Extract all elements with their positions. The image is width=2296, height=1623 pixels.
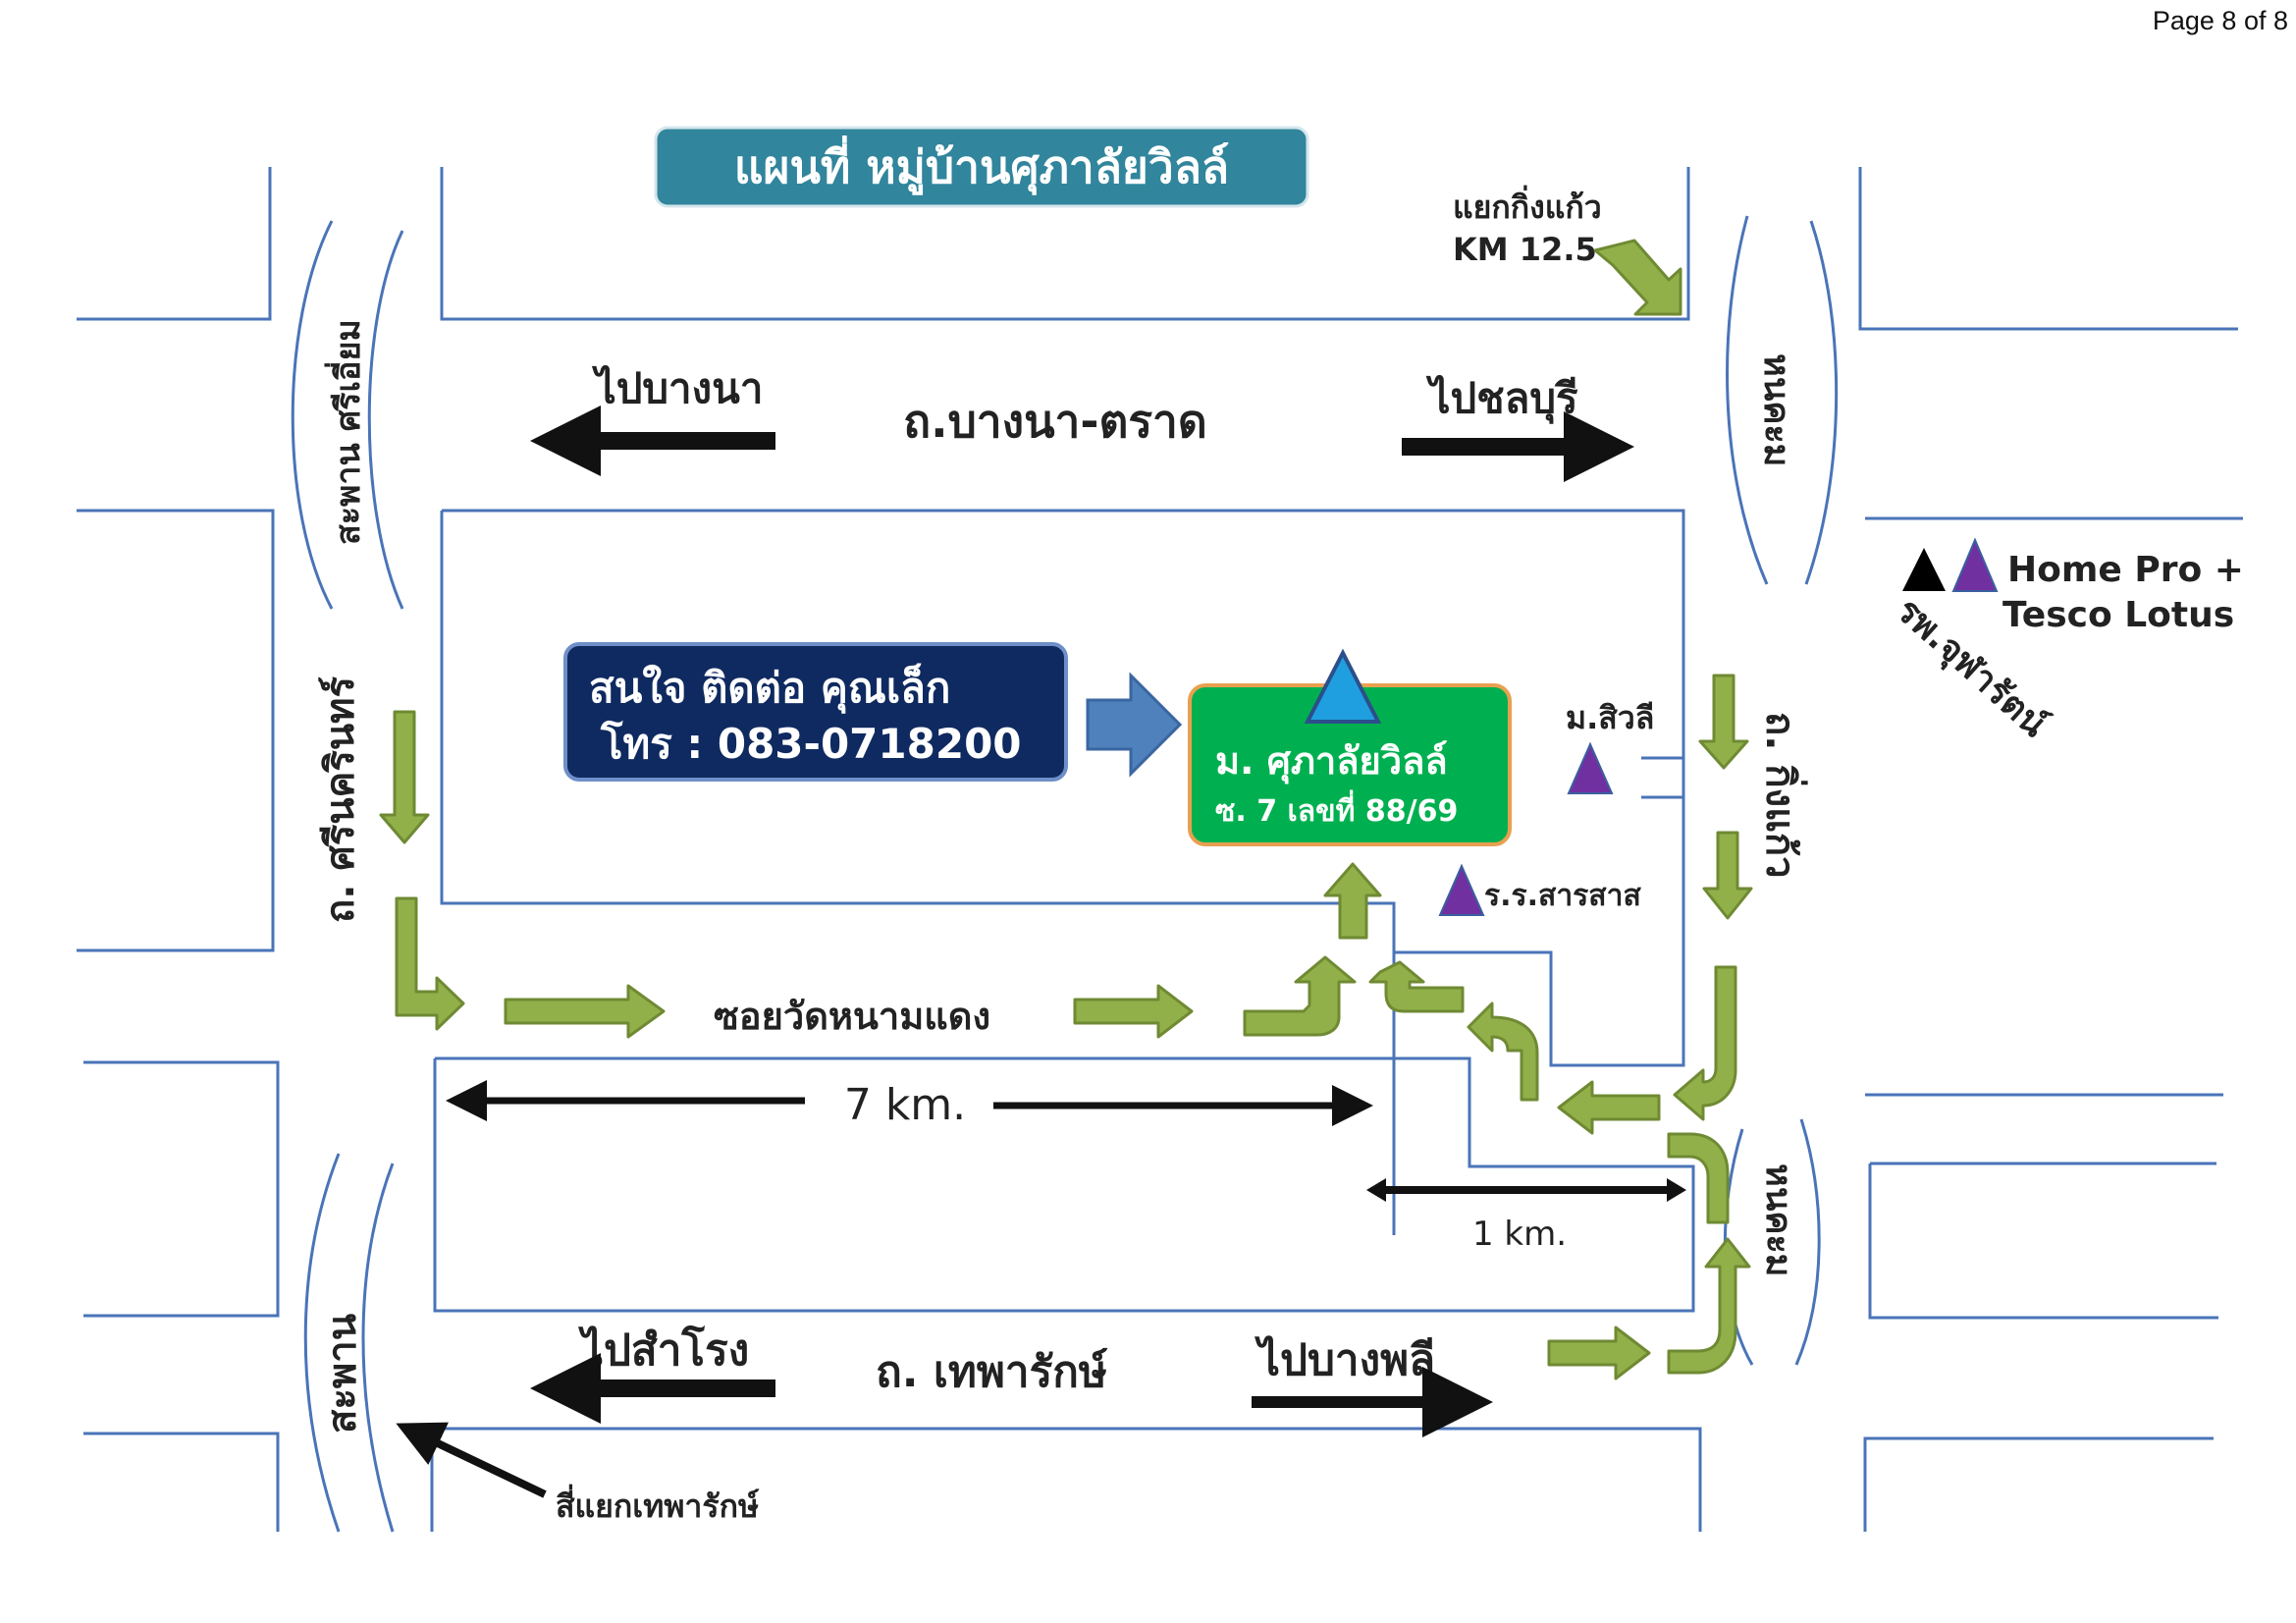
theparak-junction-label: สี่แยกเทพารักษ์ [556, 1484, 760, 1525]
distance-1km-label: 1 km. [1472, 1215, 1567, 1254]
contact-phone: โทร : 083-0718200 [600, 720, 1022, 768]
page-number: Page 8 of 8 [2152, 6, 2288, 35]
destination-box: ม. ศุภาลัยวิลล์ ซ. 7 เลขที่ 88/69 [1188, 683, 1512, 846]
distance-7km-label: 7 km. [844, 1080, 966, 1130]
to-bangplee-label: ไปบางพลี [1255, 1334, 1435, 1385]
homepro-label-line2: Tesco Lotus [2002, 595, 2234, 635]
direction-arrow-icon [395, 896, 465, 1031]
destination-name: ม. ศุภาลัยวิลล์ [1215, 739, 1448, 784]
srinakarin-road-label: ถ. ศรีนครินทร์ [318, 676, 363, 923]
direction-arrow-icon [1073, 984, 1194, 1039]
contact-line1: สนใจ ติดต่อ คุณเล็ก [589, 663, 950, 714]
siwalee-marker-icon [1567, 741, 1614, 794]
homepro-marker-icon [1951, 537, 1999, 592]
contact-pointer-arrow-icon [1086, 672, 1183, 778]
direction-arrow-icon [1368, 960, 1465, 1013]
direction-arrow-icon [1593, 239, 1682, 316]
direction-arrow-icon [1698, 674, 1749, 770]
direction-arrow-icon [1467, 1001, 1539, 1102]
kingkaew-road-label: ถ. กิ่งแก้ว [1757, 712, 1808, 879]
theparak-junction-arrow-icon [396, 1422, 547, 1498]
bangna-trat-road-label: ถ.บางนา-ตราด [903, 395, 1206, 448]
distance-1km-right-arrow-icon [1667, 1178, 1686, 1202]
canal-bottom-label: หนคะม [1758, 1163, 1798, 1277]
direction-arrow-icon [1667, 1237, 1751, 1375]
srieam-bridge-label: สะพาน ศรีเอี่ยม [324, 319, 368, 545]
direction-arrow-icon [379, 710, 430, 844]
canal-top-label: หนคะม [1756, 353, 1796, 467]
homepro-label-line1: Home Pro + [2007, 550, 2244, 590]
route-arrows [379, 674, 1753, 1380]
to-bangna-label: ไปบางนา [592, 364, 764, 412]
direction-arrow-icon [1667, 1132, 1730, 1224]
direction-arrow-icon [504, 984, 666, 1039]
map-title: แผนที่ หมู่บ้านศุภาลัยวิลล์ [734, 135, 1229, 195]
km-marker-label: KM 12.5 [1453, 231, 1597, 268]
direction-arrow-icon [1243, 955, 1357, 1037]
hospital-marker-icon [1902, 548, 1946, 591]
direction-arrow-icon [1557, 1080, 1661, 1135]
direction-arrow-icon [1702, 831, 1753, 920]
destination-address: ซ. 7 เลขที่ 88/69 [1215, 789, 1458, 829]
direction-arrow-icon [1323, 862, 1382, 940]
direction-arrow-icon [1673, 965, 1737, 1121]
school-marker-icon [1438, 863, 1485, 916]
siwalee-label: ม.สิวลี [1566, 699, 1654, 736]
contact-box: สนใจ ติดต่อ คุณเล็ก โทร : 083-0718200 [563, 642, 1068, 782]
direction-arrow-icon [1547, 1325, 1651, 1380]
road-network [77, 167, 2243, 1533]
kingkaew-junction-label: แยกกิ่งแก้ว [1453, 185, 1602, 226]
title-banner: แผนที่ หมู่บ้านศุภาลัยวิลล์ [654, 126, 1309, 208]
school-label: ร.ร.สารสาส [1484, 879, 1641, 913]
soi-road-label: ซอยวัดหนามแดง [714, 995, 990, 1038]
theparak-road-label: ถ. เทพารักษ์ [876, 1347, 1108, 1397]
destination-triangle-icon [1304, 648, 1382, 724]
distance-1km-left-arrow-icon [1366, 1178, 1386, 1202]
to-samrong-label: ไปสำโรง [578, 1324, 749, 1376]
bridge-bottom-label: สะพาน [320, 1314, 365, 1434]
to-chonburi-label: ไปชลบุรี [1425, 374, 1578, 424]
